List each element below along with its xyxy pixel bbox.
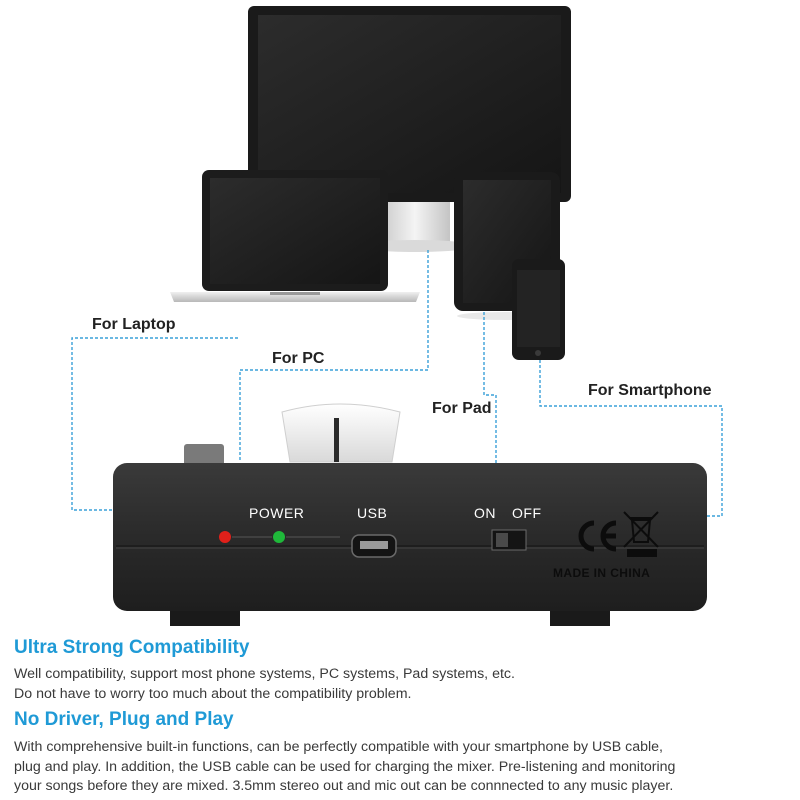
label-for-laptop: For Laptop: [92, 316, 176, 333]
fader-knob: [184, 403, 401, 466]
mixer-device: [113, 463, 707, 626]
monitor: [248, 6, 571, 202]
label-for-pad: For Pad: [432, 400, 492, 417]
power-label: POWER: [249, 505, 305, 521]
smartphone: [512, 259, 565, 360]
off-label: OFF: [512, 505, 542, 521]
power-led-red: [219, 531, 231, 543]
label-for-smartphone: For Smartphone: [588, 382, 712, 399]
section-heading-compatibility: Ultra Strong Compatibility: [14, 637, 250, 658]
section-heading-plug-and-play: No Driver, Plug and Play: [14, 709, 234, 730]
usb-label: USB: [357, 505, 388, 521]
compatibility-line-2: Do not have to worry too much about the …: [14, 686, 412, 702]
plug-play-line-1: With comprehensive built-in functions, c…: [14, 739, 663, 755]
compatibility-line-1: Well compatibility, support most phone s…: [14, 666, 515, 682]
devices-graphic: [71, 6, 723, 626]
power-led-green: [273, 531, 285, 543]
made-in-china-label: MADE IN CHINA: [553, 566, 651, 580]
label-for-pc: For PC: [272, 350, 325, 367]
laptop: [170, 170, 420, 302]
weee-bin-icon: [623, 511, 659, 557]
connector-lines: [71, 248, 723, 517]
product-illustration: For Laptop For PC For Pad For Smartphone…: [71, 6, 723, 626]
plug-play-line-3: your songs before they are mixed. 3.5mm …: [14, 778, 674, 794]
ce-mark-icon: [578, 520, 617, 552]
plug-play-line-2: plug and play. In addition, the USB cabl…: [14, 759, 676, 775]
on-label: ON: [474, 505, 496, 521]
